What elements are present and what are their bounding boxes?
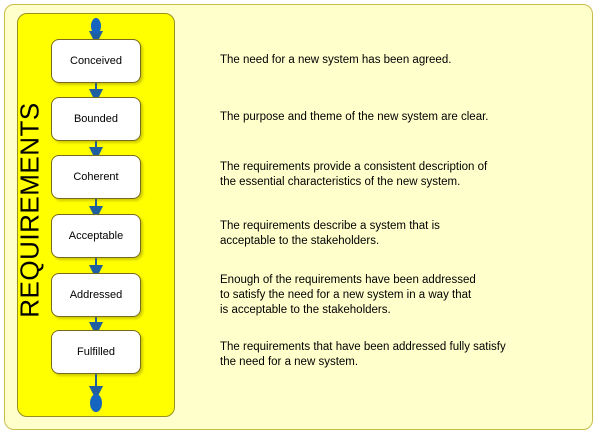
state-description-conceived: The need for a new system has been agree… <box>220 54 452 66</box>
state-label: Bounded <box>73 113 119 125</box>
state-label: Fulfilled <box>77 346 115 358</box>
state-label: Conceived <box>70 55 122 67</box>
state-description-fulfilled: The requirements that have been addresse… <box>220 341 506 368</box>
state-acceptable[interactable]: Acceptable <box>51 214 141 258</box>
state-description-coherent: The requirements provide a consistent de… <box>220 161 488 188</box>
state-description-addressed: Enough of the requirements have been add… <box>220 274 476 316</box>
state-addressed[interactable]: Addressed <box>51 273 141 317</box>
state-conceived[interactable]: Conceived <box>51 39 141 83</box>
end-node <box>90 394 102 412</box>
state-fulfilled[interactable]: Fulfilled <box>51 330 141 374</box>
state-label: Addressed <box>69 289 123 301</box>
state-label: Coherent <box>73 171 119 183</box>
state-description-acceptable: The requirements describe a system that … <box>220 220 440 247</box>
state-label: Acceptable <box>68 230 124 242</box>
state-coherent[interactable]: Coherent <box>51 155 141 199</box>
start-node <box>91 18 101 34</box>
state-bounded[interactable]: Bounded <box>51 97 141 141</box>
state-description-bounded: The purpose and theme of the new system … <box>220 111 489 123</box>
